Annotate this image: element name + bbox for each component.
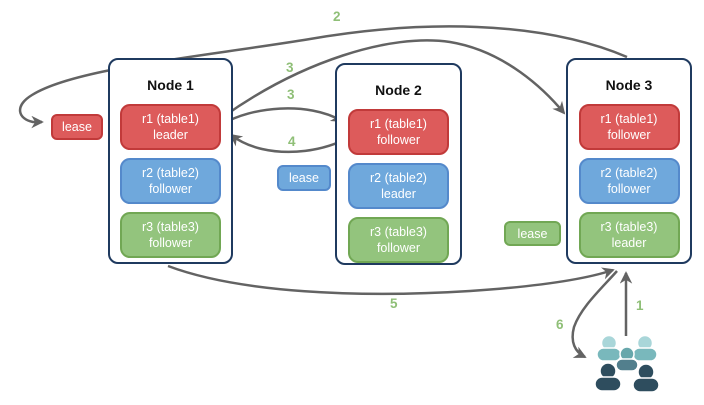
node-3-replica-r3: r3 (table3) leader <box>578 212 680 258</box>
replica-role: leader <box>153 128 188 142</box>
replica-role: follower <box>607 128 651 142</box>
replica-name: r1 (table1) <box>142 111 199 126</box>
replica-role: leader <box>381 187 416 201</box>
node-2-replica-r2: r2 (table2) leader <box>348 163 449 209</box>
lease-badge-r1: lease <box>51 114 103 140</box>
node-2: Node 2 r1 (table1) follower r2 (table2) … <box>335 63 462 265</box>
user-person-dark-left <box>594 362 622 392</box>
replica-role: follower <box>148 236 193 250</box>
user-person-dark-right <box>632 363 660 393</box>
lease-badge-r2: lease <box>277 165 331 191</box>
step-label-6: 6 <box>556 317 564 332</box>
node-1: Node 1 r1 (table1) leader r2 (table2) fo… <box>108 58 233 264</box>
node-2-title: Node 2 <box>375 82 422 98</box>
arrow-6-response <box>571 270 618 359</box>
replica-name: r1 (table1) <box>600 111 658 126</box>
user-person-light-right <box>632 334 658 362</box>
replica-name: r3 (table3) <box>142 219 199 234</box>
node-2-replica-r1: r1 (table1) follower <box>348 109 449 155</box>
user-person-light-left <box>596 334 622 362</box>
node-1-title: Node 1 <box>147 77 194 93</box>
replica-name: r1 (table1) <box>370 116 427 131</box>
node-3-title: Node 3 <box>605 77 653 93</box>
step-label-5: 5 <box>390 296 398 311</box>
replica-role: follower <box>607 182 651 196</box>
replica-name: r3 (table3) <box>370 224 427 239</box>
replica-role: follower <box>148 182 193 196</box>
step-label-1: 1 <box>636 298 644 313</box>
replica-name: r2 (table2) <box>370 170 427 185</box>
step-label-2: 2 <box>333 9 341 24</box>
replica-name: r2 (table2) <box>600 165 658 180</box>
arrow-5-forward <box>167 264 615 296</box>
node-1-replica-r1: r1 (table1) leader <box>120 104 221 150</box>
node-1-replica-r2: r2 (table2) follower <box>120 158 221 204</box>
step-label-3a: 3 <box>286 60 294 75</box>
lease-badge-r3: lease <box>504 221 561 246</box>
step-label-4: 4 <box>288 134 296 149</box>
arrow-3-replicate-to-node2 <box>222 107 344 126</box>
node-1-replica-r3: r3 (table3) follower <box>120 212 221 258</box>
arrow-4-ack <box>229 133 351 154</box>
arrow-2-lease-acquire <box>18 25 628 129</box>
users-icon <box>594 334 660 393</box>
replica-name: r3 (table3) <box>600 219 658 234</box>
node-3: Node 3 r1 (table1) follower r2 (table2) … <box>566 58 692 264</box>
node-3-replica-r1: r1 (table1) follower <box>578 104 680 150</box>
step-label-3b: 3 <box>287 87 295 102</box>
user-person-mid <box>615 346 639 372</box>
replica-role: follower <box>376 133 421 147</box>
replica-role: leader <box>611 236 647 250</box>
node-3-replica-r2: r2 (table2) follower <box>578 158 680 204</box>
arrow-3-replicate-to-node3 <box>222 39 566 119</box>
node-2-replica-r3: r3 (table3) follower <box>348 217 449 263</box>
replica-role: follower <box>376 241 421 255</box>
replica-name: r2 (table2) <box>142 165 199 180</box>
